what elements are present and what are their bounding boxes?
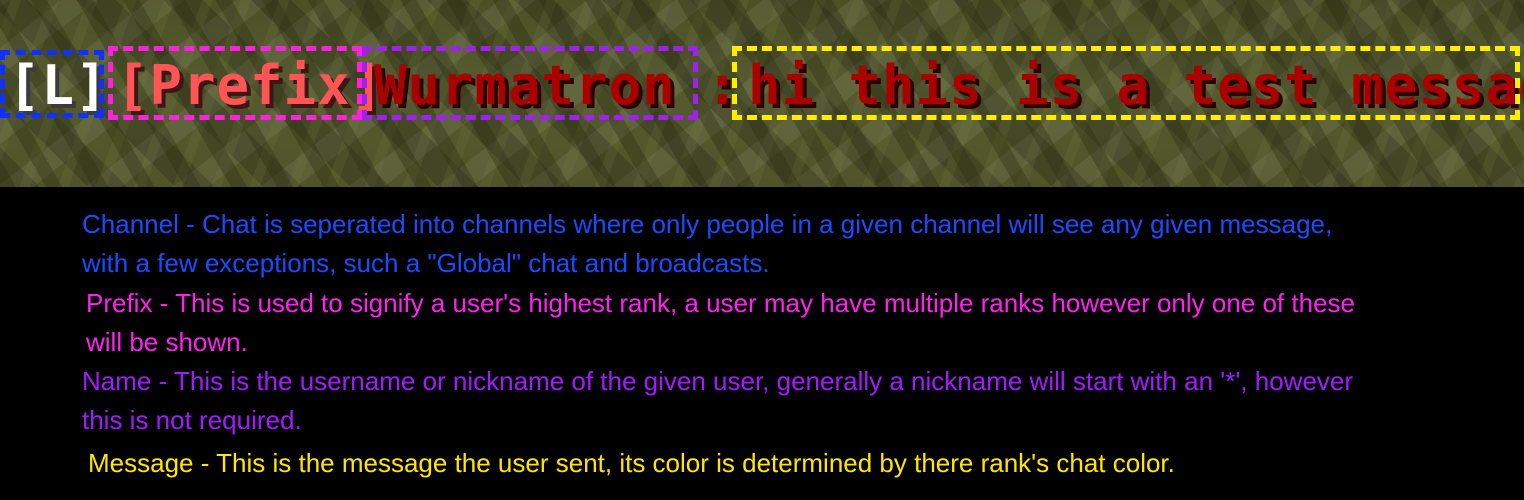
legend-message: Message - This is the message the user s… — [88, 444, 1175, 483]
message-highlight-box — [732, 46, 1520, 120]
game-chat-background: [L] [Prefix] Wurmatron : hi this is a te… — [0, 0, 1524, 187]
legend-message-line-1: Message - This is the message the user s… — [88, 448, 1175, 478]
legend: Channel - Chat is seperated into channel… — [0, 187, 1524, 500]
name-highlight-box — [362, 46, 698, 120]
chat-username: Wurmatron — [374, 54, 676, 117]
legend-channel-line-2: with a few exceptions, such a "Global" c… — [82, 248, 770, 278]
legend-prefix-line-1: Prefix - This is used to signify a user'… — [86, 288, 1355, 318]
chat-prefix-tag: [Prefix] — [116, 54, 385, 117]
prefix-highlight-box — [108, 46, 362, 120]
chat-channel-tag: [L] — [8, 54, 109, 117]
legend-channel: Channel - Chat is seperated into channel… — [82, 205, 1332, 283]
chat-message-text: hi this is a test message — [748, 54, 1524, 117]
legend-name-line-2: this is not required. — [82, 405, 302, 435]
legend-name: Name - This is the username or nickname … — [82, 362, 1353, 440]
legend-prefix: Prefix - This is used to signify a user'… — [86, 284, 1355, 362]
channel-highlight-box — [0, 50, 104, 118]
legend-prefix-line-2: will be shown. — [86, 327, 248, 357]
legend-channel-line-1: Channel - Chat is seperated into channel… — [82, 209, 1333, 239]
chat-line: [L] [Prefix] Wurmatron : hi this is a te… — [0, 0, 1524, 187]
legend-name-line-1: Name - This is the username or nickname … — [82, 366, 1354, 396]
